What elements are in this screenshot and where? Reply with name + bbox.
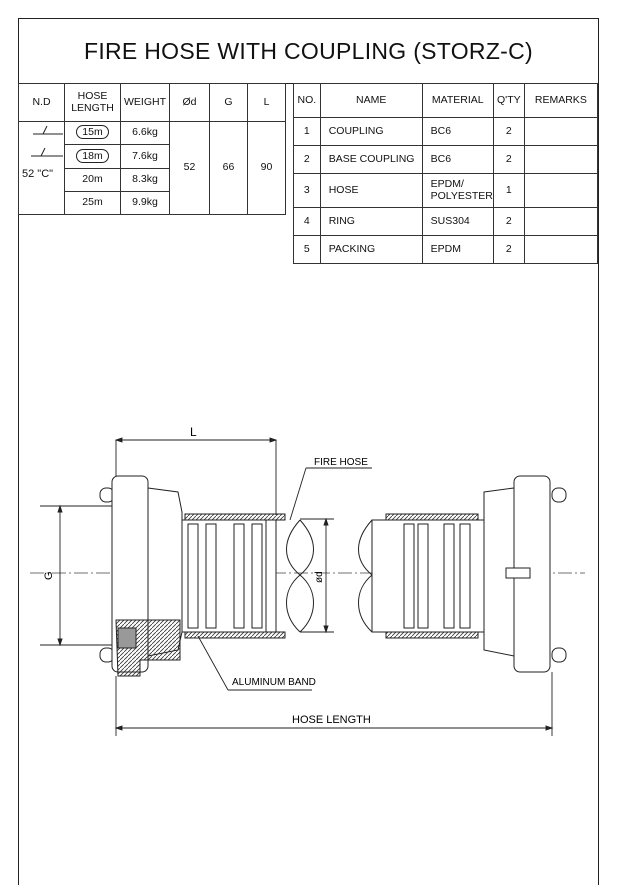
part-material: EPDM	[421, 235, 494, 264]
length-value: 18m	[76, 148, 109, 163]
l-cell: 90	[247, 121, 286, 215]
part-remarks	[523, 117, 599, 146]
l-dimension	[114, 437, 278, 515]
g-dimension	[40, 504, 116, 647]
length-value: 15m	[76, 125, 109, 140]
aluminum-band-leader	[197, 635, 312, 691]
header-g: G	[209, 83, 248, 122]
hose-length-dimension	[114, 672, 554, 736]
part-name: RING	[319, 207, 423, 236]
weight-cell: 9.9kg	[120, 190, 170, 216]
header-name: NAME	[319, 83, 423, 118]
nd-value: 52 "C"	[22, 168, 54, 180]
part-qty: 2	[492, 207, 525, 236]
spec-table: N.D HOSE LENGTH WEIGHT Ød G L 52 "C"	[18, 83, 286, 216]
length-cell: 15m	[64, 120, 121, 146]
part-remarks	[523, 173, 599, 208]
label-g: G	[43, 571, 55, 580]
part-no: 1	[293, 117, 321, 146]
part-remarks	[523, 235, 599, 264]
part-material: BC6	[421, 117, 494, 146]
weight-cell: 6.6kg	[120, 120, 170, 146]
part-no: 3	[293, 173, 321, 208]
weight-cell: 7.6kg	[120, 144, 170, 169]
hose-pointer-marks	[31, 125, 63, 157]
parts-table: NO. NAME MATERIAL Q'TY REMARKS 1 COUPLIN…	[293, 83, 599, 264]
left-coupling	[99, 475, 286, 677]
fire-hose-leader	[289, 467, 372, 521]
header-no: NO.	[293, 83, 321, 118]
header-d: Ød	[169, 83, 210, 122]
part-qty: 2	[492, 145, 525, 174]
label-l: L	[190, 425, 197, 439]
header-remarks: REMARKS	[523, 83, 599, 118]
part-remarks	[523, 145, 599, 174]
label-fire-hose: FIRE HOSE	[314, 457, 368, 468]
d-dimension	[300, 517, 334, 634]
part-qty: 2	[492, 235, 525, 264]
label-hose-length: HOSE LENGTH	[292, 714, 371, 726]
header-material: MATERIAL	[421, 83, 494, 118]
length-cell: 25m	[64, 190, 121, 216]
label-aluminum-band: ALUMINUM BAND	[232, 677, 316, 688]
length-cell: 18m	[64, 144, 121, 169]
header-hose-length: HOSE LENGTH	[64, 83, 121, 122]
right-coupling	[371, 475, 567, 673]
length-cell: 20m	[64, 167, 121, 192]
d-cell: 52	[169, 121, 210, 215]
nd-cell: 52 "C"	[18, 121, 65, 215]
drawing-sheet: FIRE HOSE WITH COUPLING (STORZ-C) N.D HO…	[18, 18, 599, 885]
hose-left-wave	[286, 519, 314, 633]
label-d: ød	[314, 571, 325, 583]
